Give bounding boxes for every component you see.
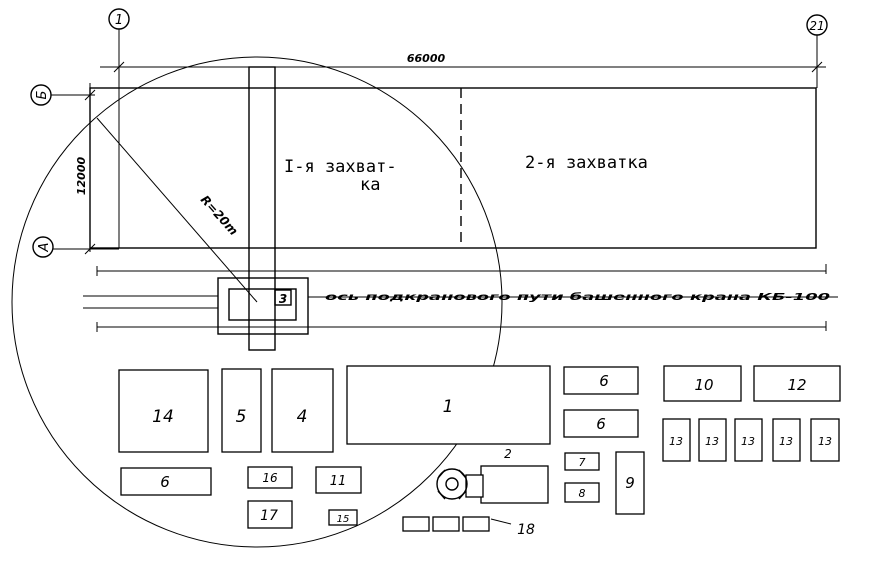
object-8: 8 <box>564 482 600 503</box>
dimension-66000-label: 66000 <box>407 52 446 65</box>
object-4: 4 <box>271 368 334 453</box>
object-9-label: 9 <box>625 474 635 492</box>
object-7: 7 <box>564 452 600 471</box>
axis-marker-21: 21 <box>806 14 828 88</box>
axis-marker-1: 1 <box>108 8 130 248</box>
object-6-top-label: 6 <box>599 372 609 390</box>
axis-A-label: А <box>37 243 52 253</box>
zone-1-label-line2: ка <box>360 175 380 195</box>
object-15: 15 <box>328 509 358 526</box>
crane-platform <box>217 277 309 335</box>
object-8-label: 8 <box>579 487 586 500</box>
object-18-label: 18 <box>517 522 535 538</box>
object-11-label: 11 <box>330 474 347 489</box>
object-6-left-label: 6 <box>160 473 170 491</box>
object-4-label: 4 <box>297 407 308 427</box>
radius-label: R=20m <box>198 193 241 238</box>
object-14: 14 <box>118 369 209 453</box>
object-2-label: 2 <box>504 447 512 461</box>
object-5-label: 5 <box>236 407 247 427</box>
object-13-2-label: 13 <box>705 435 719 448</box>
object-13-2: 13 <box>698 418 727 462</box>
object-6-top: 6 <box>563 366 639 395</box>
object-1: 1 <box>346 365 551 445</box>
crane-number: 3 <box>279 292 287 306</box>
object-12-label: 12 <box>787 376 806 394</box>
building-outline <box>89 87 817 249</box>
object-13-3-label: 13 <box>741 435 755 448</box>
radius-line <box>96 117 258 303</box>
object-12: 12 <box>753 365 841 402</box>
object-11: 11 <box>315 466 362 494</box>
zone-2-label: 2-я захватка <box>525 153 648 173</box>
object-13-4-label: 13 <box>779 435 793 448</box>
crane-cab <box>274 289 292 306</box>
object-17-label: 17 <box>260 508 278 524</box>
object-6-middle: 6 <box>563 409 639 438</box>
crane-mast <box>248 66 276 351</box>
object-13-1-label: 13 <box>669 435 683 448</box>
axis-B-label: Б <box>35 90 50 99</box>
object-1-label: 1 <box>443 397 454 417</box>
crane-runway <box>83 264 838 332</box>
crane-axis-label: ось подкранового пути башенного крана КБ… <box>325 291 830 303</box>
object-13-1: 13 <box>662 418 691 462</box>
dimension-66000: 66000 <box>100 52 826 73</box>
object-9: 9 <box>615 451 645 515</box>
object-6-middle-label: 6 <box>596 415 606 433</box>
object-7-label: 7 <box>579 456 586 469</box>
crane-reach-circle <box>11 56 503 548</box>
object-16-label: 16 <box>262 471 278 485</box>
object-13-5: 13 <box>810 418 840 462</box>
axis-1-label: 1 <box>115 13 123 28</box>
object-17: 17 <box>247 500 293 529</box>
object-5: 5 <box>221 368 262 453</box>
crane-carriage <box>228 288 297 321</box>
dimension-12000: 12000 <box>75 83 96 255</box>
zone-1-label-line1: I-я захват- <box>284 157 397 177</box>
object-14-label: 14 <box>152 407 174 427</box>
object-18-bins: 18 <box>402 516 535 538</box>
object-13-5-label: 13 <box>818 435 832 448</box>
axis-marker-A: А <box>32 236 119 258</box>
object-13-4: 13 <box>772 418 801 462</box>
object-15-label: 15 <box>337 514 350 525</box>
object-10: 10 <box>663 365 742 402</box>
object-10-label: 10 <box>694 376 713 394</box>
dimension-12000-label: 12000 <box>75 157 88 196</box>
object-6-left: 6 <box>120 467 212 496</box>
object-13-3: 13 <box>734 418 763 462</box>
object-2-mixer: 2 <box>436 447 549 504</box>
axis-21-label: 21 <box>809 19 824 33</box>
axis-marker-B: Б <box>30 84 95 106</box>
object-16: 16 <box>247 466 293 489</box>
